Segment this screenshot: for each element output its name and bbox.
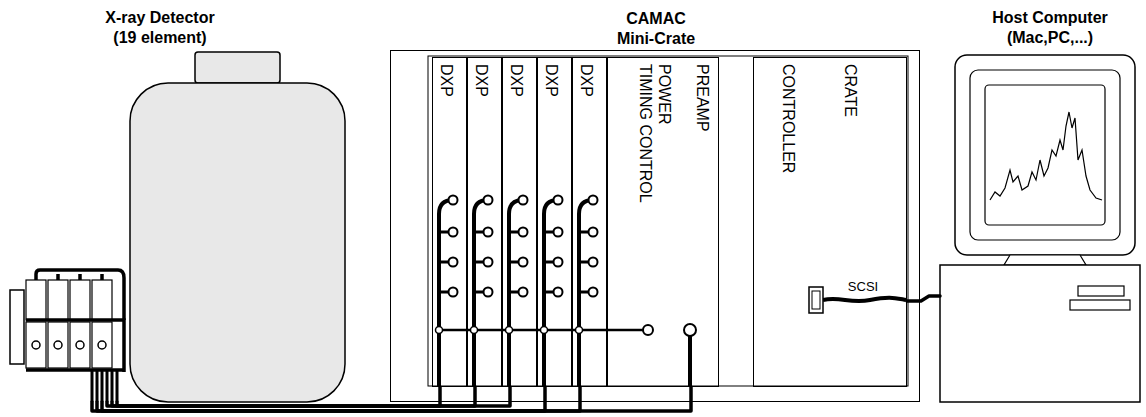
module-label: DXP	[507, 64, 525, 97]
cable	[97, 387, 580, 411]
preamp-box	[26, 280, 46, 320]
preamp-cable	[92, 370, 117, 402]
preamp-box	[26, 322, 46, 368]
module-label: DXP	[577, 64, 595, 97]
preamp-box	[70, 322, 90, 368]
preamp-cable	[26, 320, 124, 372]
preamp-box	[92, 322, 112, 368]
power-timing-module: PREAMP POWERTIMING CONTROL	[607, 57, 719, 387]
screen	[985, 85, 1105, 225]
detector-cap	[195, 52, 280, 83]
device-title: X-ray Detector (19 element)	[95, 8, 225, 48]
dxp-connectors	[576, 196, 598, 387]
module-label: PREAMP	[693, 64, 711, 132]
monitor-bezel	[970, 70, 1120, 240]
module-label: DXP	[437, 64, 455, 97]
bus-cable	[614, 329, 643, 332]
scsi-connector	[812, 291, 820, 309]
preamp-connector	[32, 341, 40, 349]
preamp-cable	[58, 274, 102, 280]
cable	[112, 387, 475, 406]
module-label: DXP	[472, 64, 490, 97]
preamp-box	[48, 322, 68, 368]
dxp-module: DXP	[502, 57, 537, 387]
preamp-box	[70, 280, 90, 320]
scsi-connector	[809, 287, 823, 313]
preamp-connector	[54, 341, 62, 349]
preamp-cable	[36, 270, 124, 320]
host-computer: Host Computer (Mac,PC,...)	[940, 52, 1140, 402]
bus-terminator	[643, 325, 653, 335]
camac-crate: CAMAC Mini-CrateDXPDXPDXPDXPDXPPREAMPPOW…	[390, 50, 920, 402]
preamp-connector	[98, 341, 106, 349]
power-cable	[688, 336, 692, 386]
module-label: DXP	[542, 64, 560, 97]
preamp-box	[48, 280, 68, 320]
preamp-cable	[26, 368, 124, 372]
dxp-connectors	[471, 196, 493, 387]
device-title: CAMAC Mini-Crate	[611, 9, 701, 49]
power-connector	[684, 324, 696, 336]
drive-slot	[1070, 300, 1130, 310]
cable	[92, 387, 691, 411]
monitor	[955, 55, 1135, 255]
preamp-box	[92, 280, 112, 320]
detector-flange	[10, 290, 24, 364]
crate-bay	[428, 56, 908, 386]
dxp-module: DXP	[432, 57, 467, 387]
cable	[102, 387, 545, 411]
scsi-cable	[823, 298, 906, 301]
monitor-stand	[1004, 255, 1086, 265]
computer-case	[940, 265, 1140, 402]
bus-cable	[439, 329, 614, 332]
crate-controller: CRATE CONTROLLER	[753, 57, 907, 387]
module-label: POWER	[655, 64, 673, 124]
detector: X-ray Detector (19 element)	[10, 52, 345, 402]
cable	[107, 387, 510, 406]
dxp-module: DXP	[467, 57, 502, 387]
preamp-connector	[76, 341, 84, 349]
device-title: Host Computer (Mac,PC,...)	[985, 8, 1115, 48]
cable	[907, 296, 940, 301]
dxp-module: DXP	[572, 57, 607, 387]
cable	[117, 387, 440, 406]
module-label: TIMING CONTROL	[636, 64, 654, 203]
dxp-connectors	[506, 196, 528, 387]
detector-body	[130, 83, 345, 402]
dxp-connectors	[541, 196, 563, 387]
cable-label: SCSI	[846, 279, 880, 294]
dxp-connectors	[436, 196, 458, 387]
dxp-module: DXP	[537, 57, 572, 387]
drive-slot	[1078, 286, 1124, 296]
module-label: CRATE CONTROLLER	[757, 64, 881, 204]
spectrum-trace	[990, 112, 1102, 200]
